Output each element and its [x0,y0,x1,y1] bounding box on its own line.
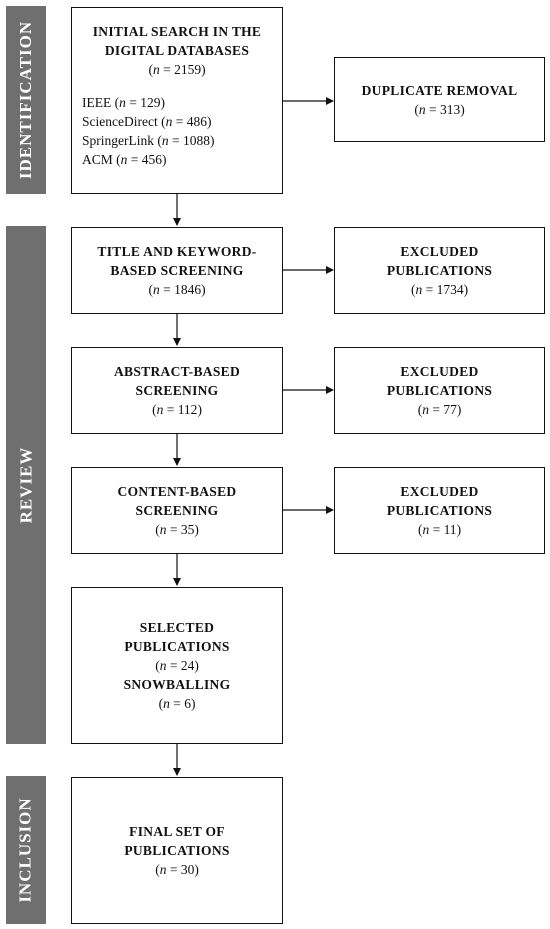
database-item-ieee: IEEE (n = 129) [82,95,165,110]
database-list: IEEE (n = 129) ScienceDirect (n = 486) S… [82,93,215,169]
content-count: (n = 35) [155,522,199,537]
selected-title-line2: PUBLICATIONS [124,639,230,654]
box-duplicate-removal: DUPLICATE REMOVAL (n = 313) [334,57,545,142]
title-keyword-title-line1: TITLE AND KEYWORD- [97,244,257,259]
final-count: (n = 30) [155,862,199,877]
abstract-title-line2: SCREENING [135,383,219,398]
box-abstract-screening: ABSTRACT-BASED SCREENING (n = 112) [71,347,283,434]
snowballing-count: (n = 6) [158,696,196,711]
phase-inclusion: INCLUSION [6,776,46,924]
phase-identification: IDENTIFICATION [6,6,46,194]
excluded-1-title-line2: PUBLICATIONS [386,263,493,278]
duplicate-removal-count: (n = 313) [414,101,465,117]
box-excluded-abstract: EXCLUDED PUBLICATIONS (n = 77) [334,347,545,434]
content-title-line1: CONTENT-BASED [117,484,237,499]
box-title-keyword-screening: TITLE AND KEYWORD- BASED SCREENING (n = … [71,227,283,314]
database-item-springerlink: SpringerLink (n = 1088) [82,133,215,148]
title-keyword-title-line2: BASED SCREENING [110,263,244,278]
initial-search-title-line1: INITIAL SEARCH IN THE [92,24,262,39]
excluded-1-count: (n = 1734) [410,282,469,297]
box-excluded-title-keyword: EXCLUDED PUBLICATIONS (n = 1734) [334,227,545,314]
box-initial-search: INITIAL SEARCH IN THE DIGITAL DATABASES … [71,7,283,194]
duplicate-removal-title: DUPLICATE REMOVAL [361,82,518,98]
phase-review: REVIEW [6,226,46,744]
excluded-3-count: (n = 11) [417,522,462,537]
content-title-line2: SCREENING [135,503,219,518]
box-excluded-content: EXCLUDED PUBLICATIONS (n = 11) [334,467,545,554]
excluded-3-title-line1: EXCLUDED [400,484,479,499]
excluded-2-title-line1: EXCLUDED [400,364,479,379]
selected-title-line1: SELECTED [139,620,215,635]
initial-search-count: (n = 2159) [148,62,206,77]
database-item-acm: ACM (n = 456) [82,152,167,167]
database-item-sciencedirect: ScienceDirect (n = 486) [82,114,212,129]
selected-count: (n = 24) [155,658,199,673]
excluded-3-title-line2: PUBLICATIONS [386,503,493,518]
title-keyword-count: (n = 1846) [148,282,206,297]
abstract-count: (n = 112) [152,402,202,417]
box-final-set: FINAL SET OF PUBLICATIONS (n = 30) [71,777,283,924]
box-selected-publications: SELECTED PUBLICATIONS (n = 24) SNOWBALLI… [71,587,283,744]
snowballing-title: SNOWBALLING [123,677,231,692]
box-content-screening: CONTENT-BASED SCREENING (n = 35) [71,467,283,554]
excluded-1-title-line1: EXCLUDED [400,244,479,259]
abstract-title-line1: ABSTRACT-BASED [114,364,240,379]
excluded-2-count: (n = 77) [417,402,462,417]
final-title-line1: FINAL SET OF [129,824,225,839]
final-title-line2: PUBLICATIONS [124,843,230,858]
initial-search-title-line2: DIGITAL DATABASES [104,43,250,58]
excluded-2-title-line2: PUBLICATIONS [386,383,493,398]
